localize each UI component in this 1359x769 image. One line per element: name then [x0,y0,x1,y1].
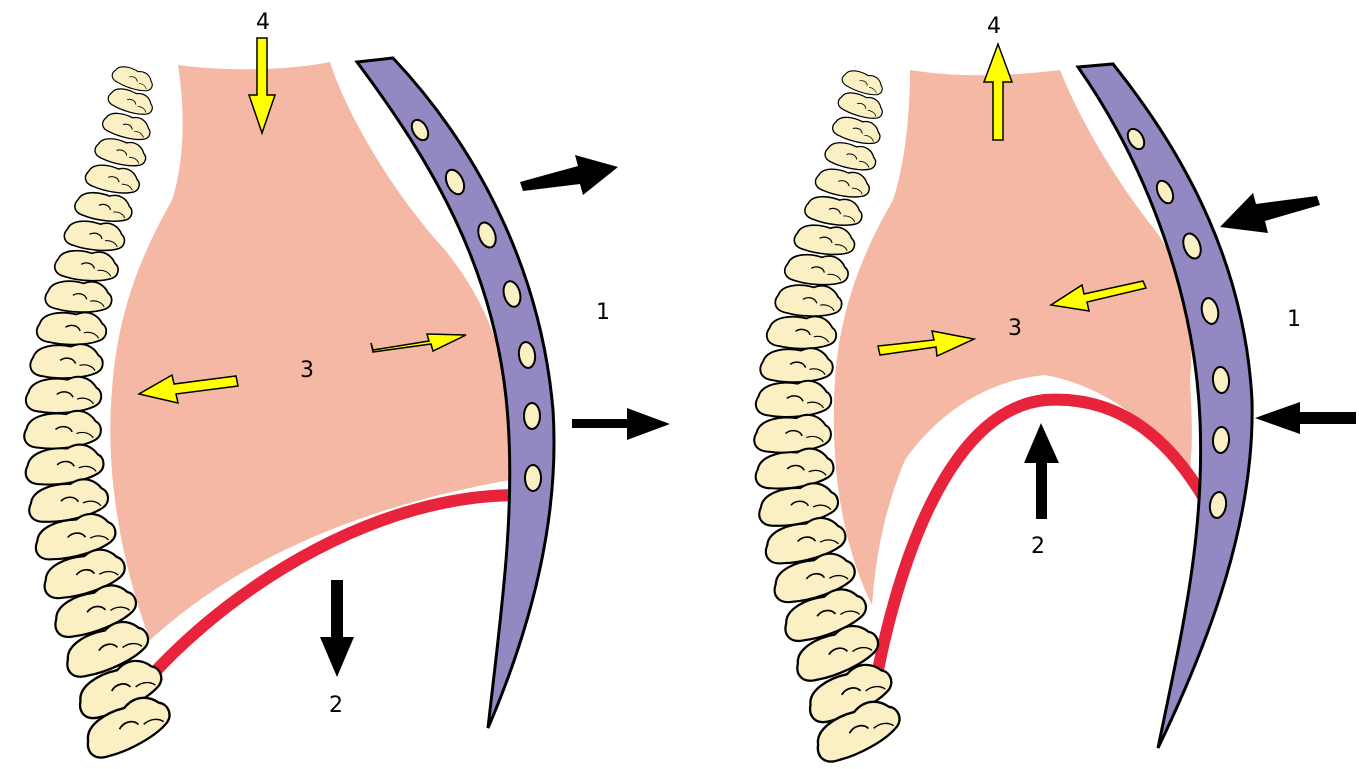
label-top-left: 4 [256,10,270,35]
label-lung-left: 3 [300,358,314,383]
arrow-diaphragm-down [320,580,354,677]
label-diaphragm-right: 2 [1031,534,1045,559]
arrow-rib-in-upper [1220,193,1320,233]
label-top-right: 4 [987,14,1001,39]
label-lung-right: 3 [1008,316,1022,341]
left-panel: 4 3 1 2 [22,10,670,766]
arrow-rib-right [572,408,670,440]
arrow-diaphragm-up [1024,423,1059,519]
label-outside-left: 1 [596,300,610,325]
arrow-rib-up-right [520,155,618,195]
arrow-rib-in-lower [1255,402,1356,434]
label-diaphragm-left: 2 [329,693,343,718]
right-panel: 4 3 1 2 [752,14,1356,769]
label-outside-right: 1 [1287,307,1301,332]
